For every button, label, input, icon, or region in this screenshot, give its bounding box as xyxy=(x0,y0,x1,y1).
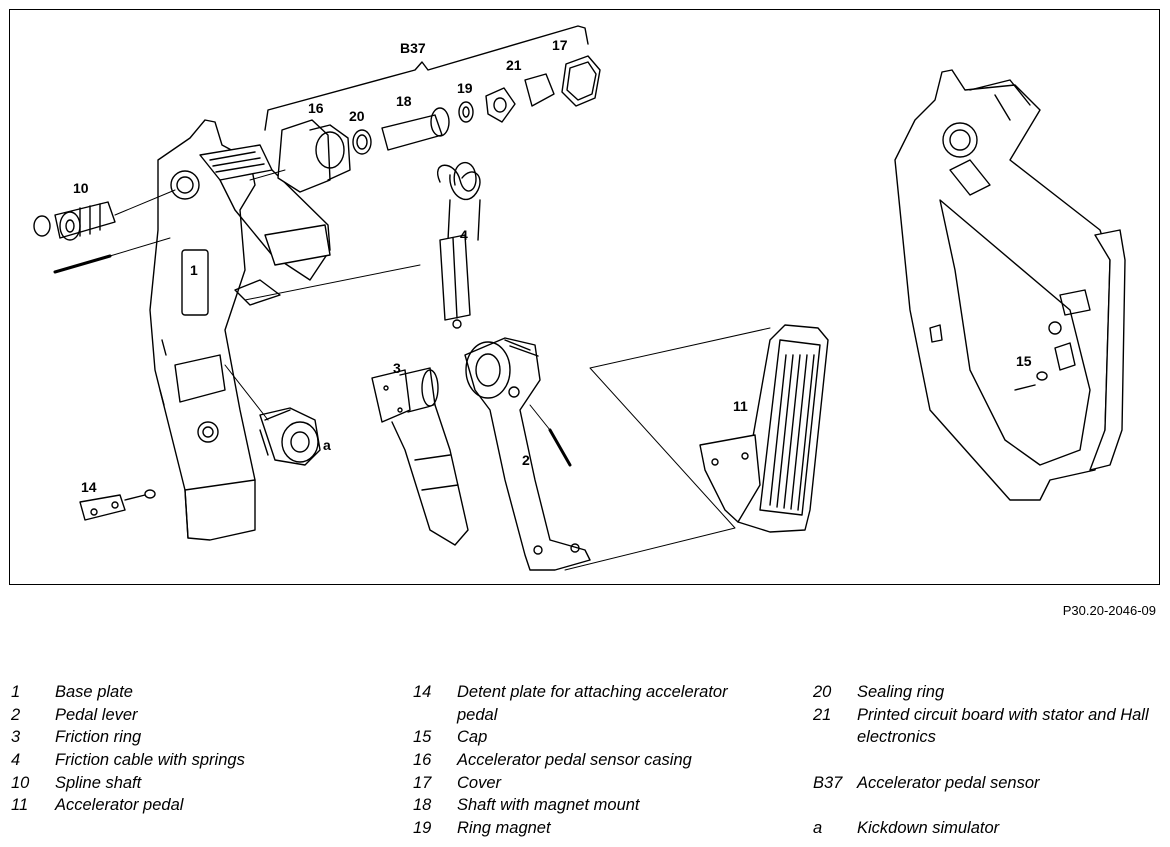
legend-num: 19 xyxy=(413,819,432,838)
legend-text: Ring magnet xyxy=(457,819,551,838)
callout-18: 18 xyxy=(396,93,412,109)
legend-num: 4 xyxy=(11,751,21,770)
legend-num: B37 xyxy=(813,773,843,792)
legend-text: Kickdown simulator xyxy=(857,819,1000,838)
legend-item: 14 Detent plate for attaching accelerator… xyxy=(413,681,793,726)
legend-num: 16 xyxy=(413,751,432,770)
spline-shaft-drawing xyxy=(33,189,176,274)
exploded-diagram: B37 1 2 3 4 10 11 14 15 16 17 18 19 20 2… xyxy=(9,9,1160,585)
legend-num: 10 xyxy=(11,773,30,792)
upper-bracket-drawing xyxy=(199,144,331,306)
leader-line-pedal xyxy=(244,264,771,571)
b37-bracket xyxy=(264,25,589,131)
legend-num: 15 xyxy=(413,728,432,747)
legend-item: 10 Spline shaft xyxy=(11,772,391,795)
legend-text: Printed circuit board with stator and Ha… xyxy=(857,705,1149,747)
callout-17: 17 xyxy=(552,37,568,53)
sensor-parts-drawing xyxy=(249,55,601,193)
legend-text: Spline shaft xyxy=(55,773,142,792)
callout-b37: B37 xyxy=(400,40,426,56)
legend-item: 20 Sealing ring xyxy=(813,681,1163,704)
figure-reference: P30.20-2046-09 xyxy=(1062,603,1156,618)
legend-text: Cap xyxy=(457,728,488,747)
legend-item: 17 Cover xyxy=(413,772,793,795)
legend-text: Sealing ring xyxy=(857,683,945,701)
friction-cable-drawing xyxy=(437,161,481,329)
legend-num: 17 xyxy=(413,773,432,792)
callout-11: 11 xyxy=(733,398,748,414)
callout-20: 20 xyxy=(349,108,365,124)
legend-item: 21 Printed circuit board with stator and … xyxy=(813,704,1163,749)
legend-text: Friction ring xyxy=(55,728,142,747)
legend-text: Pedal lever xyxy=(55,705,138,724)
legend-item: 19 Ring magnet xyxy=(413,817,793,840)
legend-num: 18 xyxy=(413,796,432,815)
legend-item: 18 Shaft with magnet mount xyxy=(413,794,793,817)
callout-1: 1 xyxy=(190,262,198,278)
legend-num: 1 xyxy=(11,683,21,701)
accelerator-pedal-drawing xyxy=(699,324,829,533)
legend-spacer xyxy=(813,749,1163,772)
legend-item: 3 Friction ring xyxy=(11,726,391,749)
callout-2: 2 xyxy=(522,452,530,468)
legend-item: 2 Pedal lever xyxy=(11,704,391,727)
legend-text: Accelerator pedal sensor xyxy=(857,773,1040,792)
callout-19: 19 xyxy=(457,80,473,96)
legend-num: 20 xyxy=(813,683,832,701)
legend-item: 15 Cap xyxy=(413,726,793,749)
legend-num: a xyxy=(813,819,823,838)
legend-column-2: 14 Detent plate for attaching accelerator… xyxy=(413,681,793,840)
friction-ring-drawing xyxy=(371,367,469,546)
legend-text: Detent plate for attaching accelerator p… xyxy=(457,683,728,724)
detent-plate-drawing xyxy=(79,489,156,521)
legend-column-3: 20 Sealing ring 21 Printed circuit board w… xyxy=(813,681,1163,840)
callout-10: 10 xyxy=(73,180,89,196)
legend-num: 2 xyxy=(11,705,21,724)
assembled-view-drawing xyxy=(894,69,1126,501)
callout-21: 21 xyxy=(506,57,522,73)
legend-item: 4 Friction cable with springs xyxy=(11,749,391,772)
base-plate-drawing xyxy=(149,119,256,541)
callout-14: 14 xyxy=(81,479,97,495)
pedal-lever-drawing xyxy=(464,337,591,571)
legend-text: Base plate xyxy=(55,683,133,701)
legend-text: Friction cable with springs xyxy=(55,751,245,770)
legend-spacer xyxy=(813,794,1163,817)
legend-text: Shaft with magnet mount xyxy=(457,796,640,815)
legend-item: 1 Base plate xyxy=(11,681,391,704)
callout-16: 16 xyxy=(308,100,324,116)
callout-4: 4 xyxy=(460,227,468,243)
legend-text: Accelerator pedal sensor casing xyxy=(457,751,692,770)
callout-a: a xyxy=(323,437,331,453)
legend-item: a Kickdown simulator xyxy=(813,817,1163,840)
legend-num: 11 xyxy=(11,796,29,815)
legend-item: 16 Accelerator pedal sensor casing xyxy=(413,749,793,772)
legend-item: 11 Accelerator pedal xyxy=(11,794,391,817)
callout-3: 3 xyxy=(393,360,401,376)
legend-num: 21 xyxy=(813,705,832,724)
legend-num: 14 xyxy=(413,683,432,701)
legend-text: Accelerator pedal xyxy=(55,796,184,815)
diagram-drawing xyxy=(33,25,1126,571)
legend-num: 3 xyxy=(11,728,21,747)
legend-item: B37 Accelerator pedal sensor xyxy=(813,772,1163,795)
callout-15: 15 xyxy=(1016,353,1032,369)
legend-text: Cover xyxy=(457,773,502,792)
kickdown-simulator-drawing xyxy=(224,364,321,466)
